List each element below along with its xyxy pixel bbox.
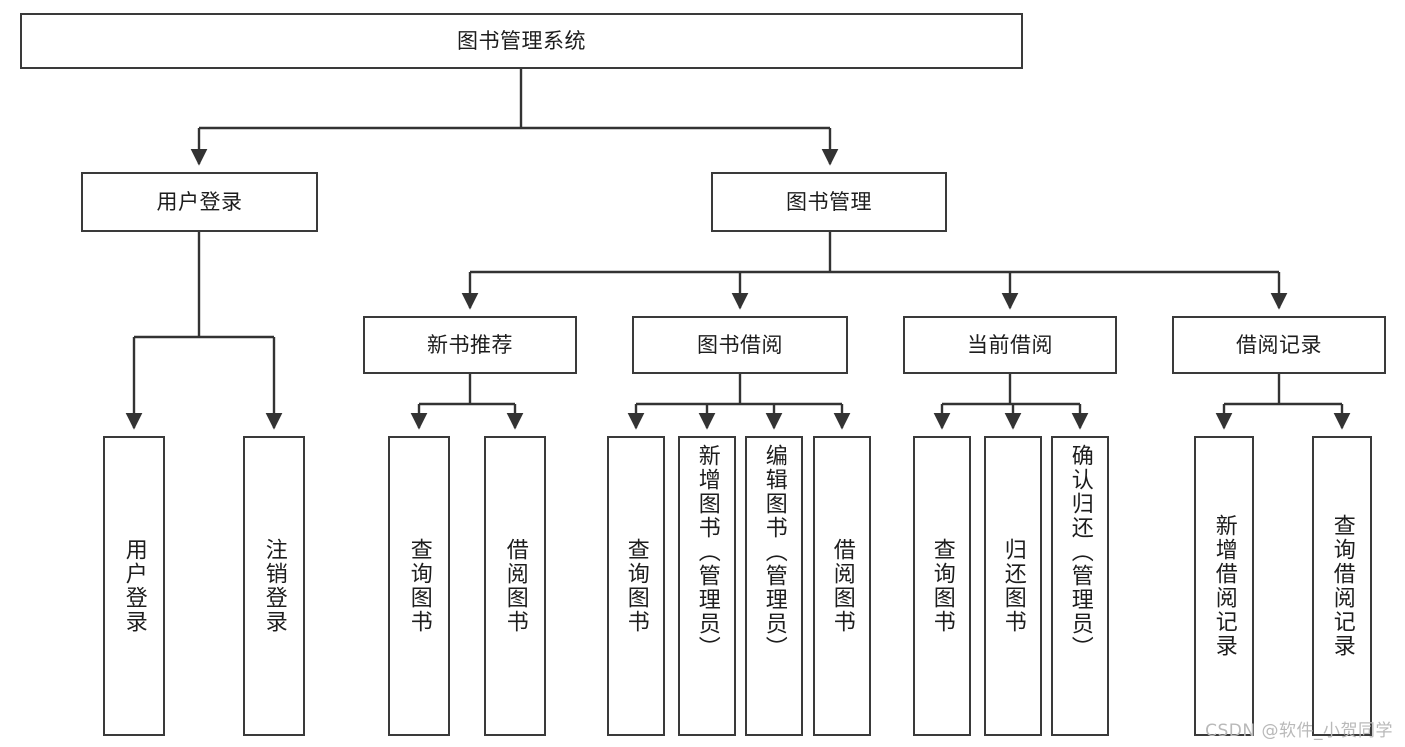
leaf-query-book-2-label: 查询图书 bbox=[623, 538, 649, 634]
leaf-query-record[interactable]: 查询借阅记录 bbox=[1312, 436, 1372, 736]
leaf-return-book-label: 归还图书 bbox=[1000, 538, 1026, 634]
node-new-book-recommend[interactable]: 新书推荐 bbox=[363, 316, 577, 374]
leaf-user-login-label: 用户登录 bbox=[121, 538, 147, 634]
leaf-query-book-1-label: 查询图书 bbox=[406, 538, 432, 634]
leaf-edit-book[interactable]: 编辑图书（管理员） bbox=[745, 436, 803, 736]
node-book-borrow[interactable]: 图书借阅 bbox=[632, 316, 848, 374]
node-root[interactable]: 图书管理系统 bbox=[20, 13, 1023, 69]
leaf-query-book-3-label: 查询图书 bbox=[929, 538, 955, 634]
node-current-borrow[interactable]: 当前借阅 bbox=[903, 316, 1117, 374]
edge-bookmanage-to-level3 bbox=[461, 232, 1288, 310]
leaf-return-book[interactable]: 归还图书 bbox=[984, 436, 1042, 736]
leaf-confirm-return-label: 确认归还（管理员） bbox=[1067, 444, 1093, 660]
node-user-login-label: 用户登录 bbox=[156, 189, 243, 214]
edge-currentborrow-to-leaves bbox=[933, 374, 1089, 430]
node-book-manage[interactable]: 图书管理 bbox=[711, 172, 947, 232]
leaf-logout[interactable]: 注销登录 bbox=[243, 436, 305, 736]
node-borrow-record[interactable]: 借阅记录 bbox=[1172, 316, 1386, 374]
csdn-watermark: CSDN @软件_小贺同学 bbox=[1205, 721, 1393, 741]
leaf-logout-label: 注销登录 bbox=[261, 538, 287, 634]
leaf-add-book-label: 新增图书（管理员） bbox=[694, 444, 720, 660]
edge-borrowrecord-to-leaves bbox=[1215, 374, 1351, 430]
edge-newbook-to-leaves bbox=[410, 374, 524, 430]
leaf-query-book-1[interactable]: 查询图书 bbox=[388, 436, 450, 736]
leaf-query-book-3[interactable]: 查询图书 bbox=[913, 436, 971, 736]
leaf-query-book-2[interactable]: 查询图书 bbox=[607, 436, 665, 736]
leaf-borrow-book-1-label: 借阅图书 bbox=[502, 538, 528, 634]
edge-userlogin-to-leaves bbox=[125, 232, 283, 430]
leaf-add-record-label: 新增借阅记录 bbox=[1211, 514, 1237, 658]
edge-root-to-level2 bbox=[190, 69, 839, 166]
node-book-borrow-label: 图书借阅 bbox=[697, 332, 783, 357]
leaf-user-login[interactable]: 用户登录 bbox=[103, 436, 165, 736]
node-current-borrow-label: 当前借阅 bbox=[967, 332, 1053, 357]
leaf-confirm-return[interactable]: 确认归还（管理员） bbox=[1051, 436, 1109, 736]
node-root-label: 图书管理系统 bbox=[457, 28, 586, 53]
leaf-add-record[interactable]: 新增借阅记录 bbox=[1194, 436, 1254, 736]
node-borrow-record-label: 借阅记录 bbox=[1236, 332, 1322, 357]
edge-bookborrow-to-leaves bbox=[627, 374, 851, 430]
node-book-manage-label: 图书管理 bbox=[786, 189, 872, 214]
leaf-borrow-book-2-label: 借阅图书 bbox=[829, 538, 855, 634]
leaf-query-record-label: 查询借阅记录 bbox=[1329, 514, 1355, 658]
node-user-login[interactable]: 用户登录 bbox=[81, 172, 318, 232]
leaf-add-book[interactable]: 新增图书（管理员） bbox=[678, 436, 736, 736]
node-new-book-recommend-label: 新书推荐 bbox=[427, 332, 513, 357]
leaf-borrow-book-1[interactable]: 借阅图书 bbox=[484, 436, 546, 736]
leaf-borrow-book-2[interactable]: 借阅图书 bbox=[813, 436, 871, 736]
leaf-edit-book-label: 编辑图书（管理员） bbox=[761, 444, 787, 660]
